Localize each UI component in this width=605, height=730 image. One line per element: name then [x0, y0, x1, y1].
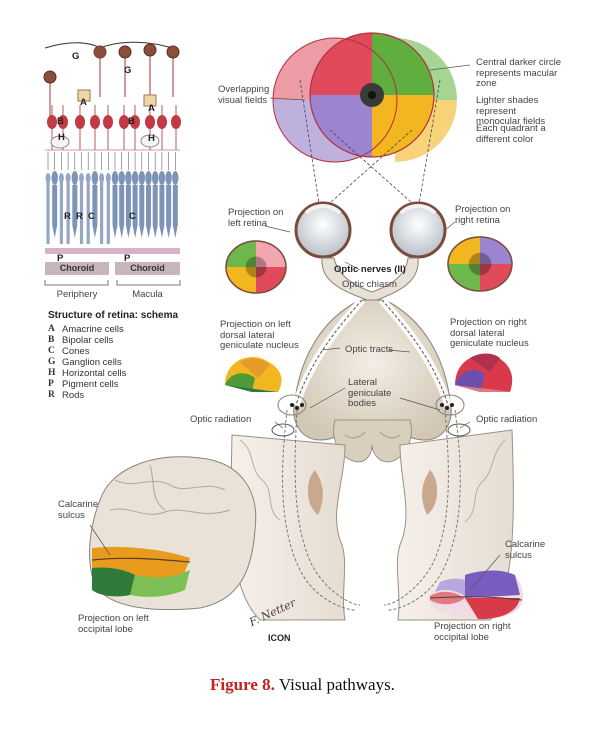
choroid-band-periphery [45, 262, 109, 275]
retina-letter-r1: R [64, 211, 71, 222]
legend-text: Ganglion cells [62, 357, 122, 368]
optic-chiasm-label: Optic chiasm [342, 279, 397, 290]
retina-letter-h-macula: H [148, 133, 155, 144]
horizontal-cell-layer [45, 134, 180, 151]
proj-left-lgn-label: Projection on left dorsal lateral genicu… [220, 319, 299, 351]
calcarine-left-label: Calcarine sulcus [58, 499, 99, 521]
choroid-band-macula [115, 262, 180, 275]
legend-text: Horizontal cells [62, 368, 127, 379]
right-retina-projection [447, 236, 513, 292]
figure-title: Visual pathways. [278, 675, 395, 694]
legend-key: A [48, 324, 55, 334]
right-lgn-projection [455, 353, 513, 392]
lighter-shades-label: Lighter shades represent monocular field… [476, 95, 546, 127]
proj-left-retina-label: Projection on left retina [228, 207, 284, 229]
retina-letter-p-macula: P [124, 253, 131, 264]
left-retina-projection [225, 240, 287, 294]
choroid-label-periphery: Choroid [59, 263, 95, 273]
legend-key: G [48, 357, 56, 367]
optic-nerves-label: Optic nerves (II) [334, 264, 406, 275]
each-quadrant-label: Each quadrant a different color [476, 123, 546, 145]
legend-text: Cones [62, 346, 90, 357]
right-eye [389, 201, 447, 259]
legend-key: R [48, 390, 55, 400]
retina-letter-b: B [57, 116, 64, 127]
choroid-label-macula: Choroid [130, 263, 165, 273]
retina-legend: Structure of retina: schema A Amacrine ce… [48, 310, 238, 401]
amacrine-cell-layer [77, 89, 157, 107]
legend-item: B Bipolar cells [48, 335, 238, 346]
leader-lines [89, 64, 501, 591]
legend-item: C Cones [48, 346, 238, 357]
retina-letter-p: P [57, 253, 64, 264]
proj-right-retina-label: Projection on right retina [455, 204, 511, 226]
figure-number: Figure 8. [210, 675, 275, 694]
legend-key: P [48, 379, 54, 389]
figure-caption: Figure 8. Visual pathways. [0, 675, 605, 695]
retina-letter-c: C [88, 211, 95, 222]
optic-tracts-label: Optic tracts [345, 344, 394, 355]
legend-text: Bipolar cells [62, 335, 114, 346]
legend-item: R Rods [48, 390, 238, 401]
retina-letter-g: G [72, 51, 80, 62]
overlapping-fields-label: Overlapping visual fields [218, 84, 270, 106]
optic-radiation-left-label: Optic radiation [190, 414, 252, 425]
right-occipital-projection [428, 570, 523, 620]
pigment-layer [45, 248, 180, 254]
ganglion-cell-layer [43, 43, 180, 122]
icon-logo: ICON [268, 633, 291, 643]
retina-letter-g-macula: G [124, 65, 132, 76]
legend-text: Pigment cells [62, 379, 119, 390]
central-circle-label: Central darker circle represents macular… [476, 57, 561, 89]
optic-radiation-right-label: Optic radiation [476, 414, 538, 425]
legend-text: Rods [62, 390, 85, 401]
overlapping-visual-fields [272, 32, 457, 211]
legend-item: G Ganglion cells [48, 357, 238, 368]
calcarine-right-label: Calcarine sulcus [505, 539, 546, 561]
legend-key: C [48, 346, 55, 356]
left-occipital-lobe [89, 456, 257, 611]
left-lgn-projection [225, 357, 282, 392]
macula-label: Macula [132, 289, 163, 300]
legend-text: Amacrine cells [62, 324, 124, 335]
legend-item: P Pigment cells [48, 379, 238, 390]
retina-letter-c-macula: C [129, 211, 136, 222]
photoreceptor-layer [45, 152, 179, 244]
legend-key: H [48, 368, 56, 378]
proj-left-occipital-label: Projection on left occipital lobe [78, 613, 149, 635]
proj-right-occipital-label: Projection on right occipital lobe [434, 621, 511, 643]
proj-right-lgn-label: Projection on right dorsal lateral genic… [450, 317, 529, 349]
retina-letter-a: A [80, 97, 87, 108]
left-eye [294, 201, 352, 259]
periphery-label: Periphery [56, 289, 98, 300]
legend-item: A Amacrine cells [48, 324, 238, 335]
retina-letter-b-macula: B [128, 116, 135, 127]
retina-letter-a-macula: A [148, 103, 155, 114]
legend-title: Structure of retina: schema [48, 310, 179, 321]
legend-key: B [48, 335, 55, 345]
brainstem-thalamus [277, 257, 465, 463]
retina-letter-h: H [58, 132, 65, 143]
retina-letter-r2: R [76, 211, 83, 222]
legend-item: H Horizontal cells [48, 368, 238, 379]
retina-schema [43, 41, 181, 286]
lgb-label: Lateral geniculate bodies [348, 377, 392, 409]
